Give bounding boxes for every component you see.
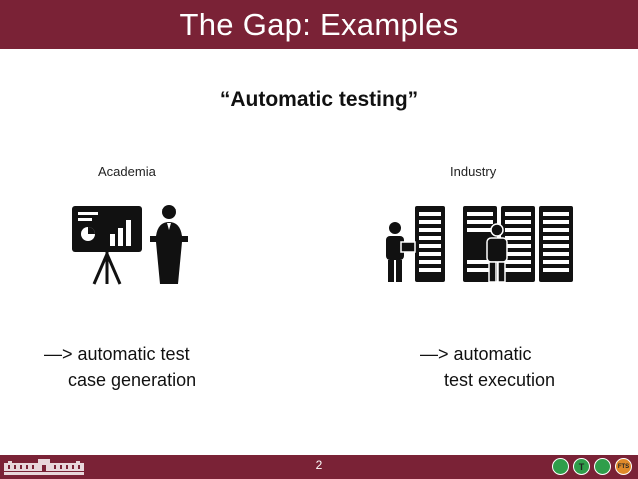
slide-subtitle: “Automatic testing” [219, 88, 419, 111]
title-bar: The Gap: Examples [0, 0, 638, 49]
academia-label: Academia [98, 164, 156, 179]
partner-logo-3-icon [594, 458, 611, 475]
slide-title: The Gap: Examples [179, 6, 459, 42]
industry-bullet: —> automatic test execution [420, 341, 555, 393]
partner-logo-1-icon [552, 458, 569, 475]
academia-bullet-line1: —> automatic test [44, 344, 190, 364]
partner-logos: T FTS [552, 458, 632, 475]
page-number: 2 [315, 458, 323, 472]
university-logo-icon [2, 457, 86, 477]
academia-bullet-line2: case generation [68, 370, 197, 390]
partner-logo-2-icon: T [573, 458, 590, 475]
industry-bullet-line2: test execution [444, 370, 556, 390]
presenter-podium-icon [72, 205, 188, 285]
industry-label: Industry [450, 164, 497, 179]
industry-bullet-line1: —> automatic [420, 344, 532, 364]
academia-bullet: —> automatic test case generation [44, 341, 196, 393]
server-racks-icon [386, 206, 573, 283]
partner-logo-4-icon: FTS [615, 458, 632, 475]
footer-bar: 2 T FTS [0, 455, 638, 479]
